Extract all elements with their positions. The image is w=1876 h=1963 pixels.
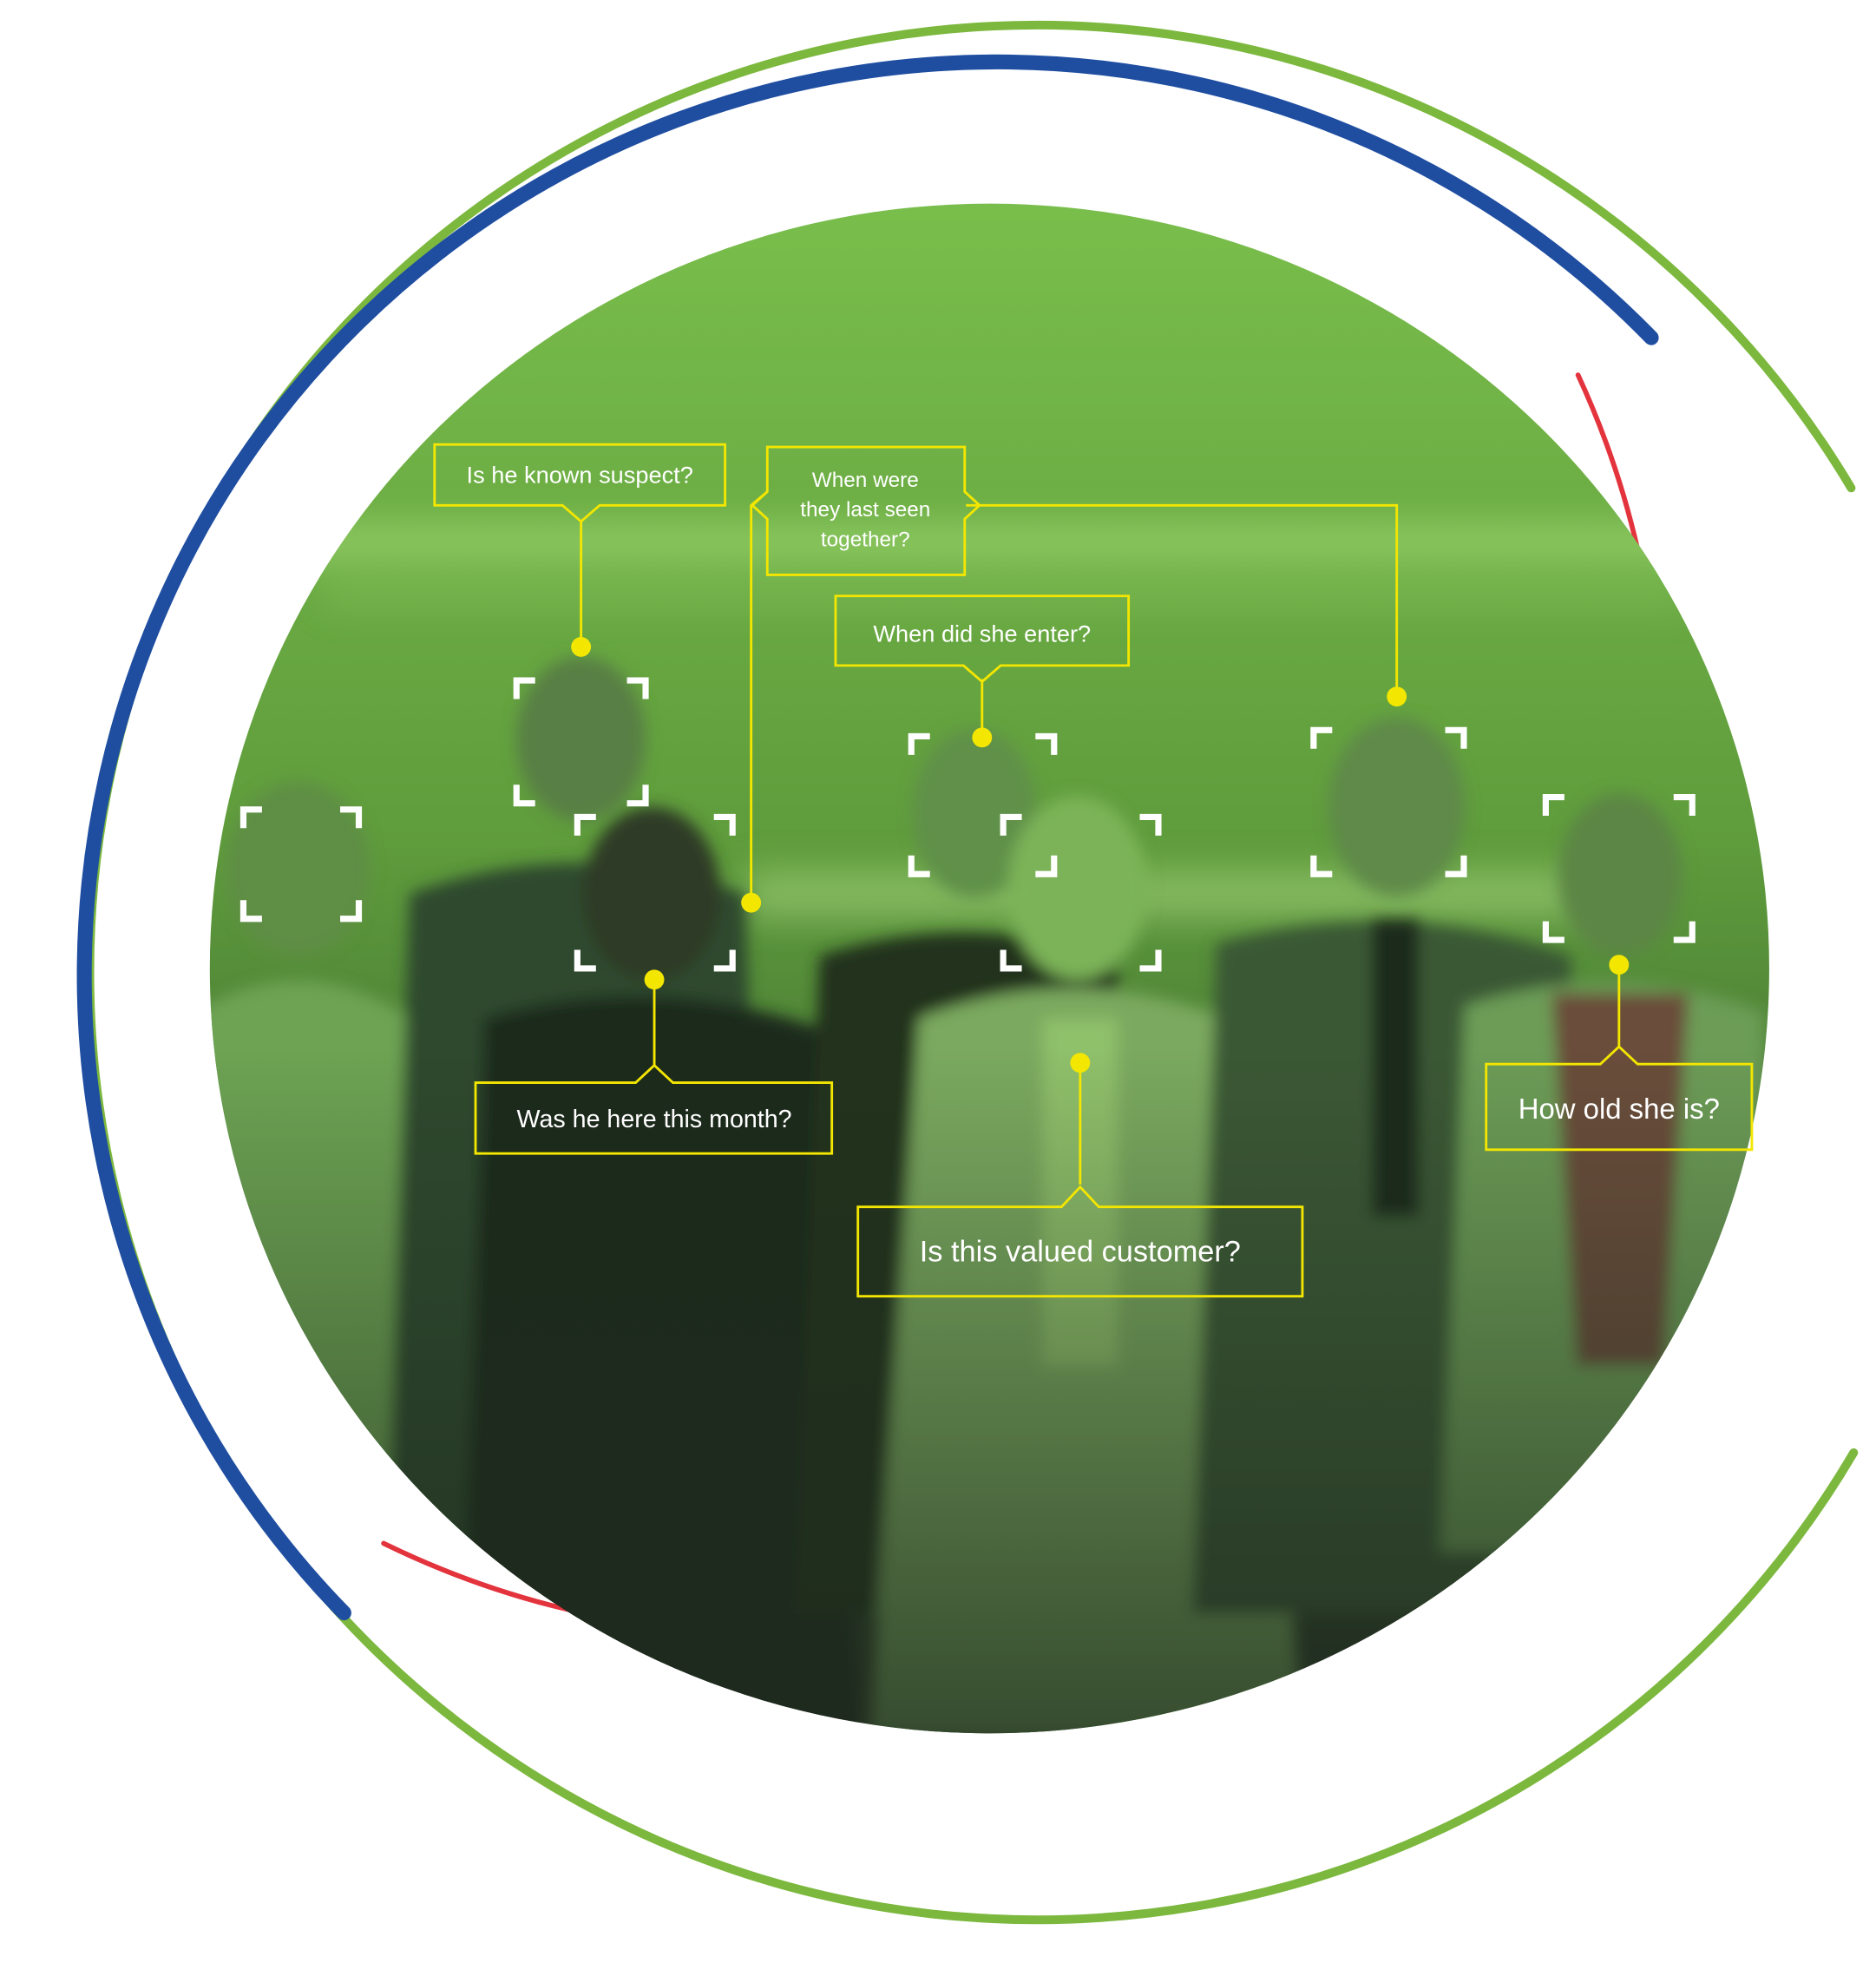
box-here-month [474,1063,834,1155]
yellow-dot-icon [972,727,993,748]
anchor-dots [571,636,1630,1073]
question-last-seen-line1: When were [812,469,919,492]
blue-ring-arc [76,55,1659,1621]
crowd-photo [209,203,1769,1734]
face-bracket-icon [239,806,363,922]
yellow-dot-icon [571,636,592,657]
question-last-seen-line3: together? [821,528,910,552]
question-last-seen-line2: they last seen [800,498,930,522]
yellow-dot-icon [1387,686,1407,707]
question-how-old: How old she is? [1519,1093,1720,1125]
question-here-month: Was he here this month? [517,1106,792,1133]
yellow-dot-icon [1070,1053,1091,1073]
face-bracket-icon [513,677,649,807]
yellow-dot-icon [644,969,665,990]
box-known-suspect [433,443,727,523]
face-bracket-icon [574,813,736,972]
box-valued-customer [856,1185,1304,1298]
question-valued-customer: Is this valued customer? [920,1236,1241,1269]
box-last-seen [750,445,982,576]
question-she-enter: When did she enter? [873,620,1091,647]
yellow-dot-icon [741,892,762,913]
face-bracket-icon [1542,793,1696,943]
question-known-suspect: Is he known suspect? [467,462,693,489]
box-how-old [1485,1045,1754,1152]
yellow-dot-icon [1609,955,1630,975]
face-bracket-icon [908,732,1058,877]
box-she-enter [834,594,1131,684]
face-bracket-icon [1000,813,1162,972]
face-bracket-icon [1310,726,1467,877]
question-boxes [433,443,1754,1298]
face-brackets [239,677,1696,972]
